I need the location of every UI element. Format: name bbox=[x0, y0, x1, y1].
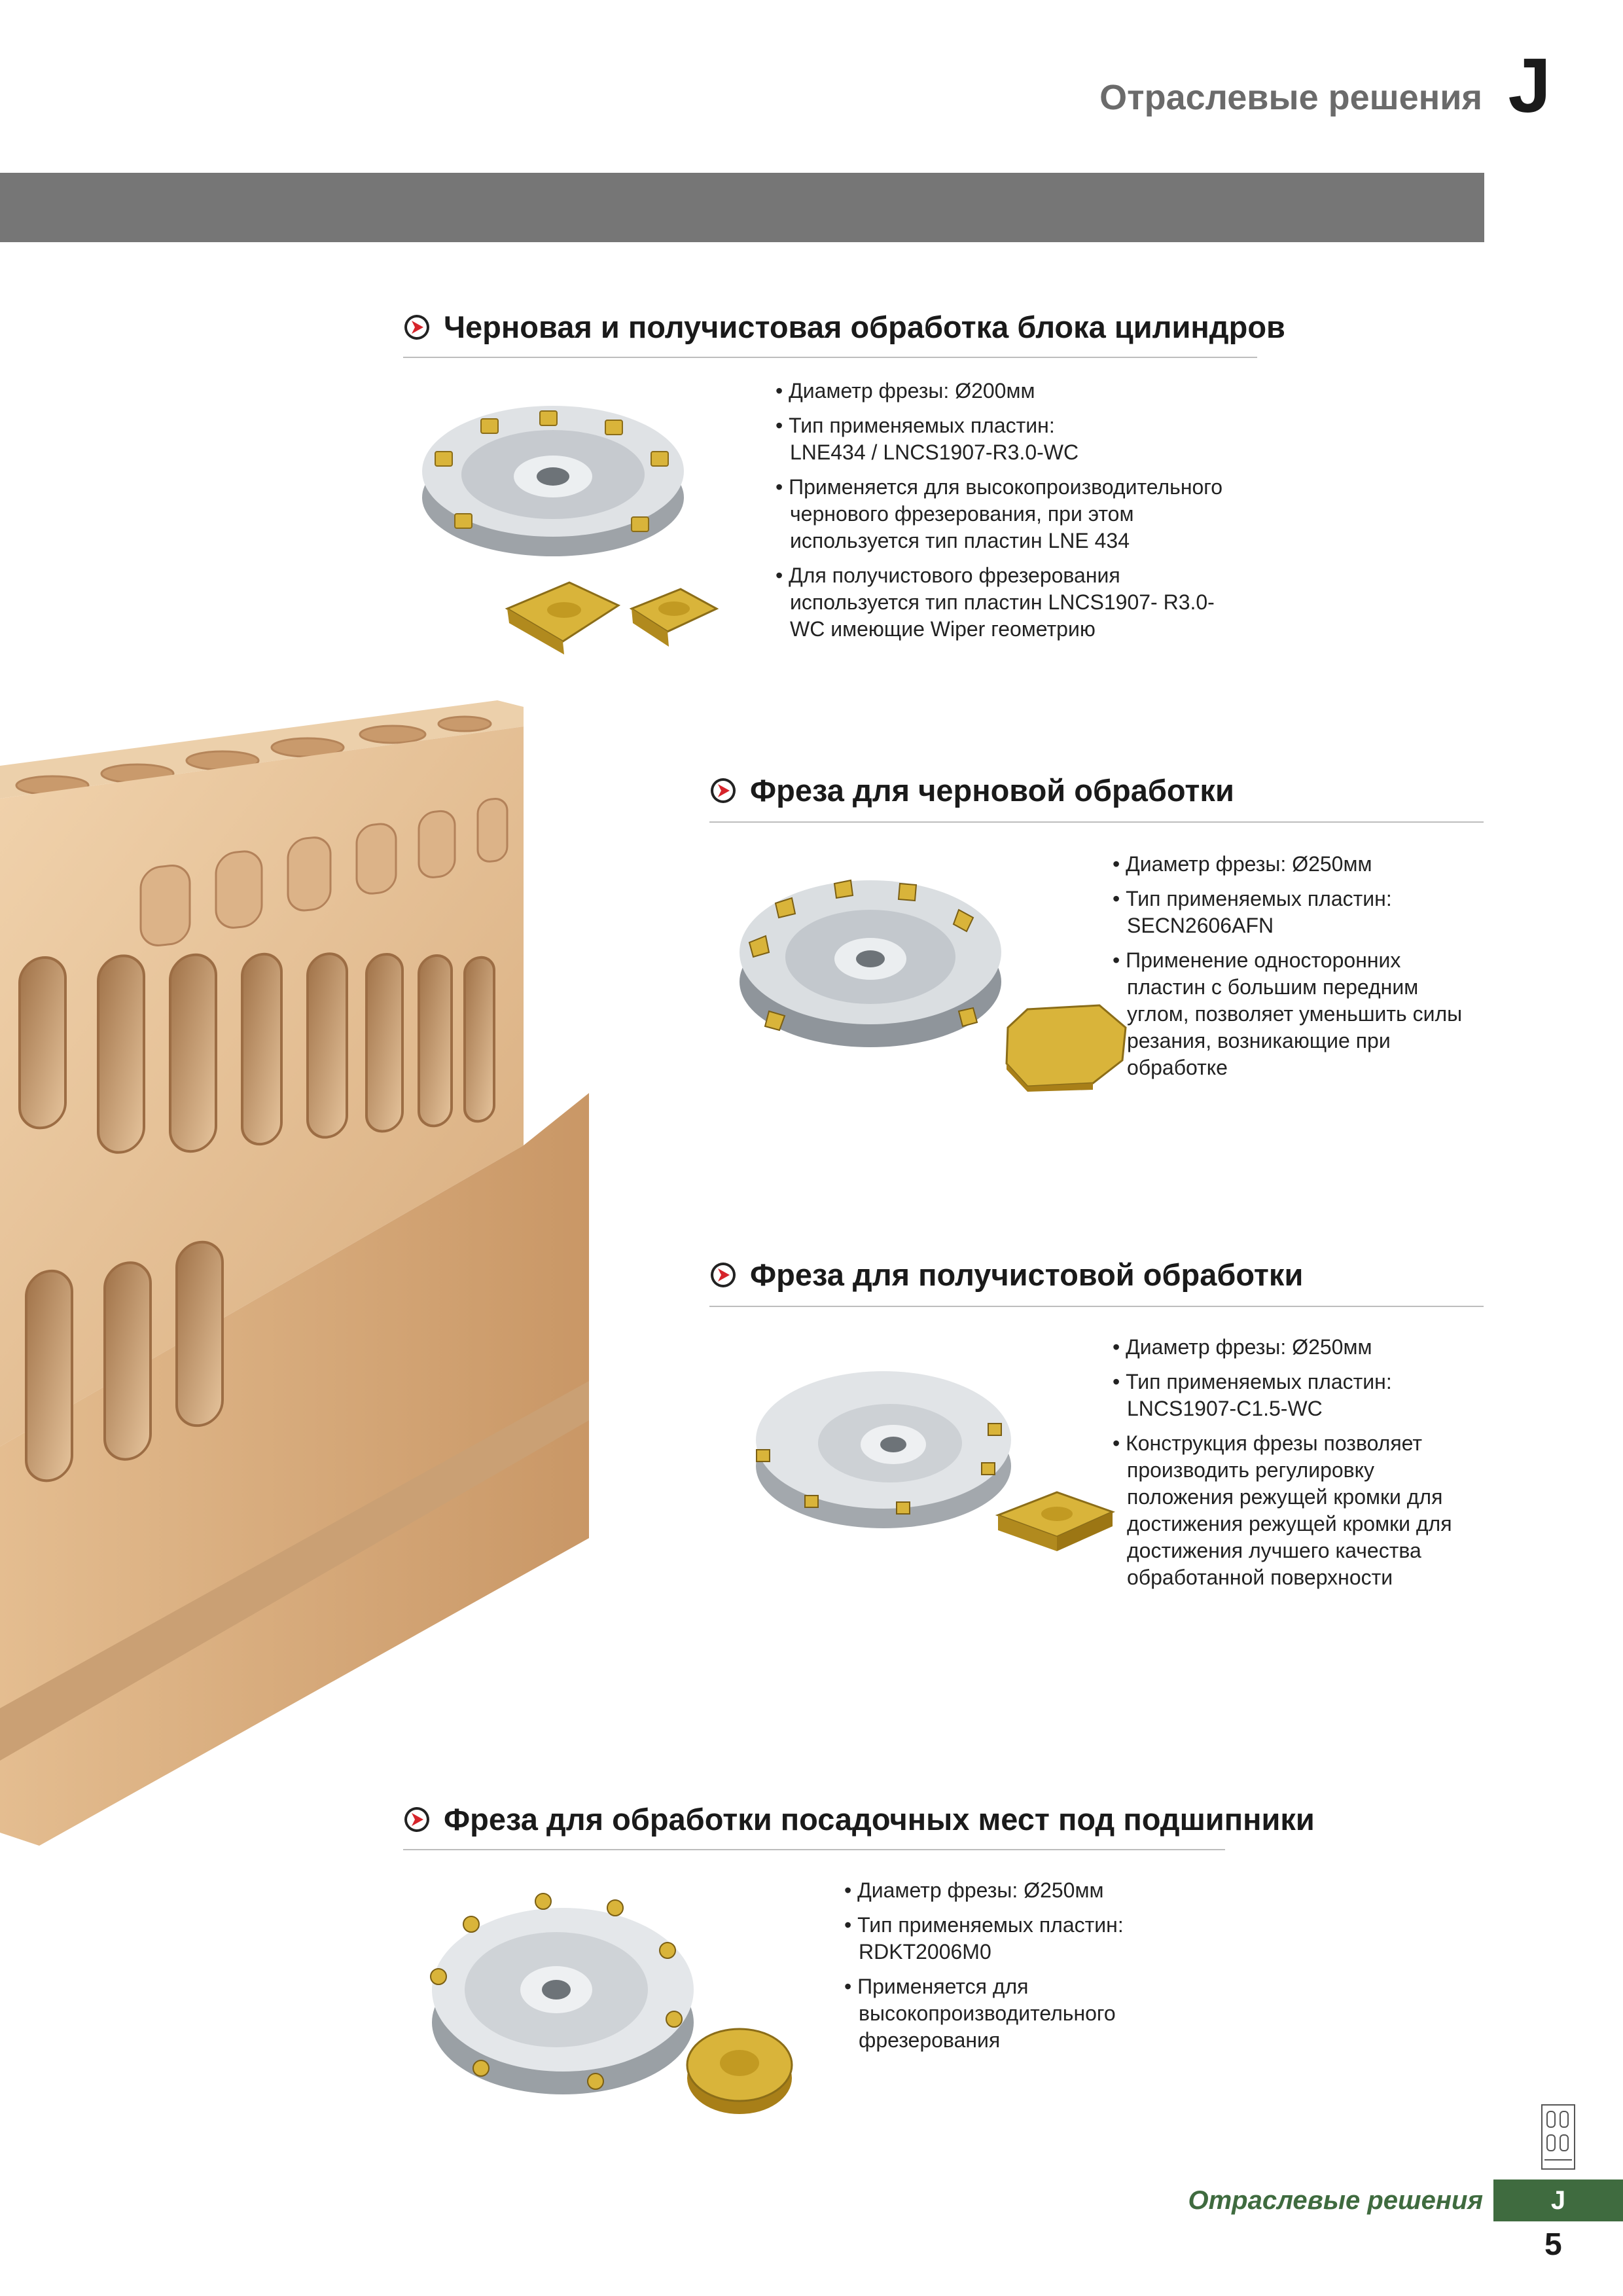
arrow-bullet-icon bbox=[711, 1262, 736, 1287]
section-1-bullets: Диаметр фрезы: Ø200мм Тип применяемых пл… bbox=[776, 378, 1299, 651]
footer-section-name: Отраслевые решения bbox=[1188, 2186, 1483, 2215]
bullet-item: Применение односторонних пластин с больш… bbox=[1113, 947, 1518, 1081]
section-4-bullets: Диаметр фрезы: Ø250мм Тип применяемых пл… bbox=[844, 1877, 1237, 2062]
header-band bbox=[0, 173, 1484, 242]
engine-block-image bbox=[0, 700, 589, 1846]
section-rule bbox=[709, 821, 1484, 823]
bullet-item: Диаметр фрезы: Ø250мм bbox=[1113, 851, 1518, 878]
section-title-3: Фреза для получистовой обработки bbox=[709, 1257, 1303, 1293]
bullet-item: Применяется для высокопроизводительного … bbox=[844, 1973, 1237, 2054]
bullet-item: Диаметр фрезы: Ø200мм bbox=[776, 378, 1299, 404]
section-rule bbox=[709, 1306, 1484, 1307]
bullet-item: Диаметр фрезы: Ø250мм bbox=[844, 1877, 1237, 1904]
section-title-text: Фреза для черновой обработки bbox=[750, 773, 1234, 808]
chapter-letter: J bbox=[1508, 43, 1551, 129]
page-number: 5 bbox=[1544, 2227, 1562, 2262]
section-2-bullets: Диаметр фрезы: Ø250мм Тип применяемых пл… bbox=[1113, 851, 1518, 1089]
face-mill-cutter-image bbox=[740, 879, 1001, 1047]
section-title-text: Черновая и получистовая обработка блока … bbox=[444, 310, 1285, 344]
bullet-item: Конструкция фрезы позволяет производить … bbox=[1113, 1430, 1505, 1591]
section-rule bbox=[403, 1849, 1225, 1850]
arrow-bullet-icon bbox=[404, 1806, 429, 1832]
bullet-item: Применяется для высокопроизводительного … bbox=[776, 474, 1299, 554]
round-insert-image bbox=[686, 2028, 793, 2114]
footer-chapter-tab: J bbox=[1493, 2179, 1623, 2221]
face-mill-cutter-image bbox=[430, 1893, 694, 2094]
rect-insert-image bbox=[505, 581, 719, 655]
bullet-item: Тип применяемых пластин: LNCS1907-C1.5-W… bbox=[1113, 1369, 1505, 1422]
section-rule bbox=[403, 357, 1257, 358]
section-title-1: Черновая и получистовая обработка блока … bbox=[403, 309, 1285, 345]
section-title-text: Фреза для обработки посадочных мест под … bbox=[444, 1802, 1315, 1837]
bullet-item: Тип применяемых пластин: LNE434 / LNCS19… bbox=[776, 412, 1299, 466]
square-insert-image bbox=[995, 1491, 1116, 1551]
arrow-bullet-icon bbox=[711, 778, 736, 803]
section-title-4: Фреза для обработки посадочных мест под … bbox=[403, 1801, 1315, 1837]
section-title-2: Фреза для черновой обработки bbox=[709, 772, 1234, 808]
bullet-item: Для получистового фрезерования используе… bbox=[776, 562, 1299, 643]
section-3-bullets: Диаметр фрезы: Ø250мм Тип применяемых пл… bbox=[1113, 1334, 1505, 1599]
section-title-text: Фреза для получистовой обработки bbox=[750, 1257, 1304, 1292]
face-mill-cutter-image bbox=[422, 406, 684, 556]
bullet-item: Тип применяемых пластин: RDKT2006M0 bbox=[844, 1912, 1237, 1965]
face-mill-cutter-image bbox=[756, 1371, 1011, 1528]
arrow-bullet-icon bbox=[404, 314, 429, 340]
bullet-item: Диаметр фрезы: Ø250мм bbox=[1113, 1334, 1505, 1361]
engine-block-thumbnail-icon bbox=[1541, 2104, 1575, 2170]
octagon-insert-image bbox=[1005, 1004, 1127, 1092]
bullet-item: Тип применяемых пластин: SECN2606AFN bbox=[1113, 886, 1518, 939]
page-header-title: Отраслевые решения bbox=[1099, 78, 1482, 117]
